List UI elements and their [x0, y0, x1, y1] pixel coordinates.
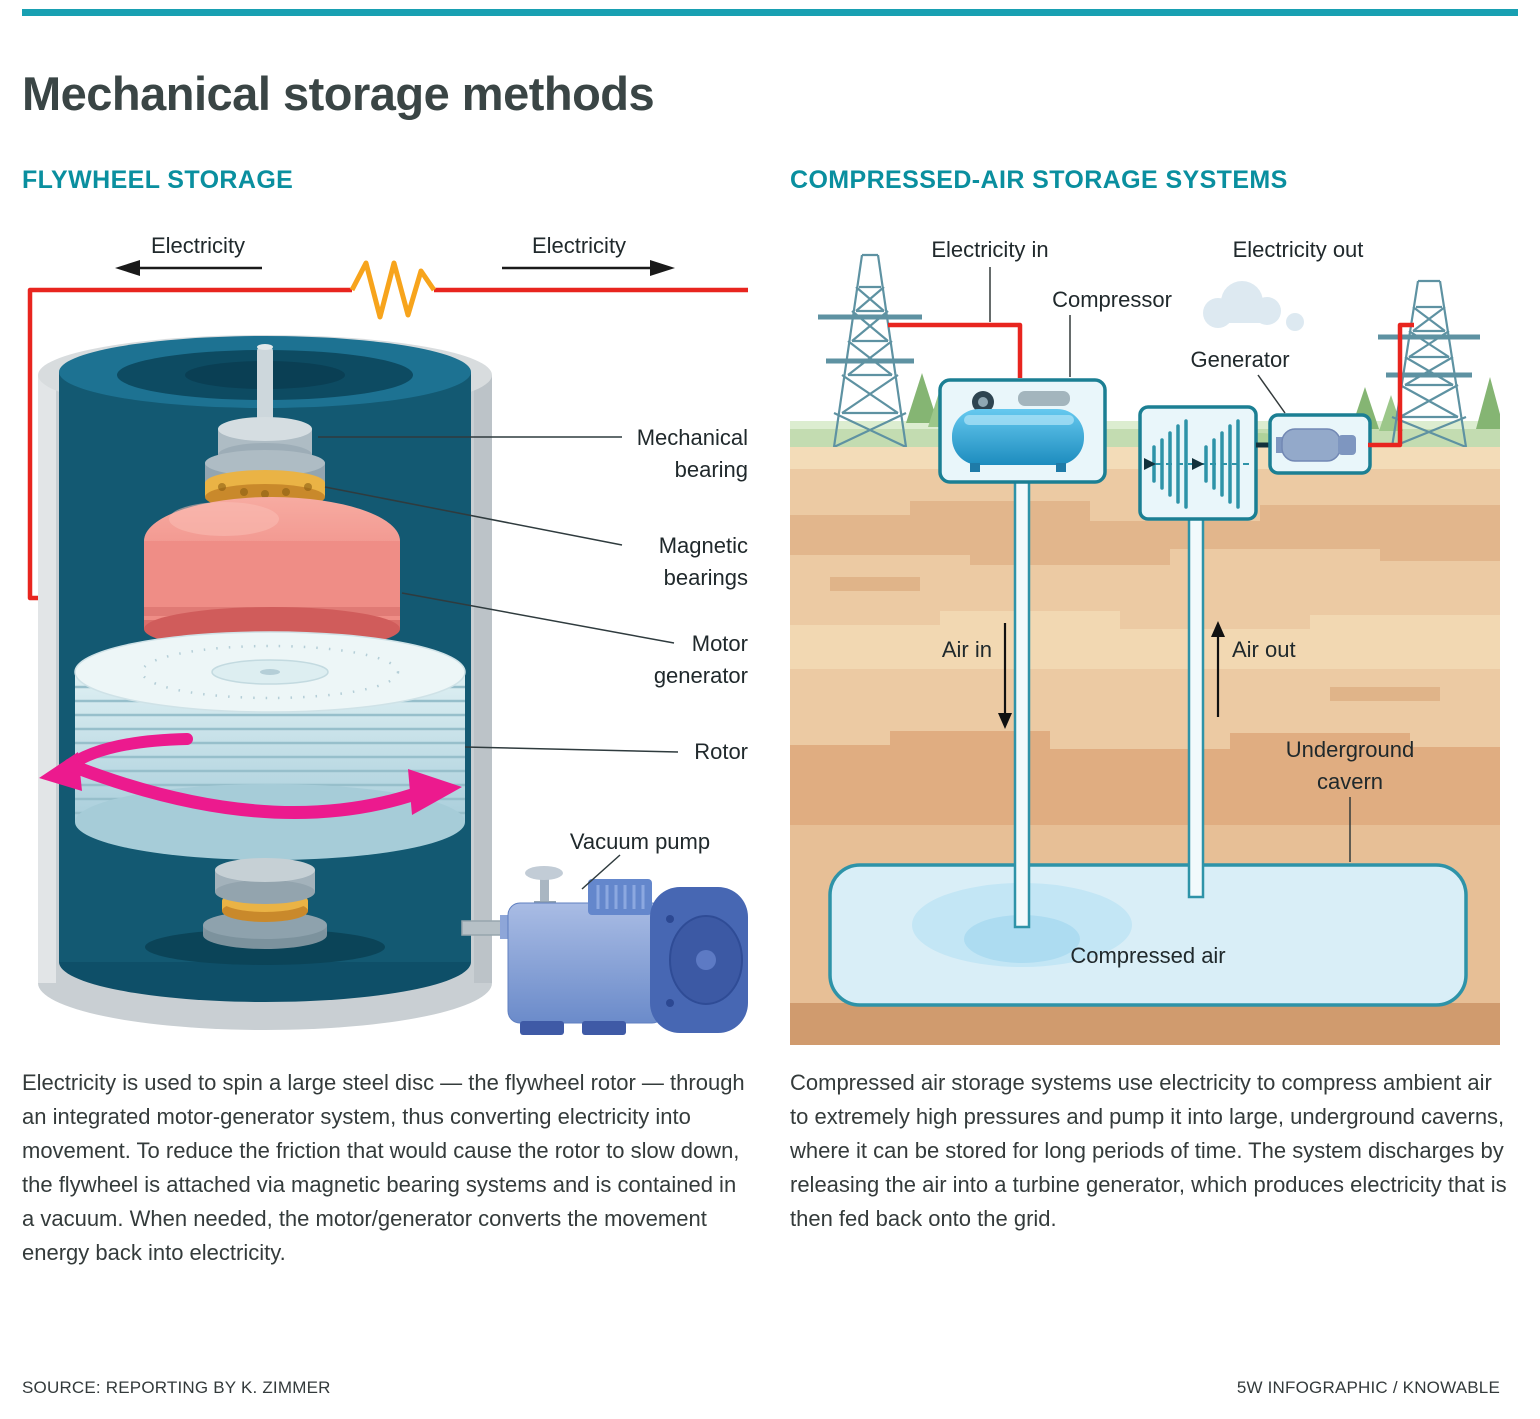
flywheel-description: Electricity is used to spin a large stee… [22, 1070, 745, 1265]
label-air-in: Air in [942, 637, 992, 662]
label-compressor: Compressor [1052, 287, 1172, 312]
label-magnetic-bearings-line1: Magnetic [659, 533, 748, 558]
label-generator: Generator [1190, 347, 1289, 372]
footer-source: SOURCE: REPORTING BY K. ZIMMER [22, 1378, 331, 1397]
cloud-icon [1203, 281, 1304, 331]
rotation-arrows [39, 733, 462, 820]
wire-electricity-in [888, 322, 1023, 378]
label-underground-cavern-line1: Underground [1286, 737, 1414, 762]
compressor-box [938, 378, 1107, 484]
compressed-air-description: Compressed air storage systems use elect… [790, 1070, 1507, 1231]
label-rotor: Rotor [694, 739, 748, 764]
turbine-box [1138, 405, 1258, 521]
label-motor-generator-line1: Motor [692, 631, 748, 656]
motor-generator [144, 497, 400, 651]
air-pipe-out [1187, 513, 1205, 899]
flywheel-section-heading: FLYWHEEL STORAGE [22, 166, 294, 194]
flywheel-shaft [257, 344, 273, 439]
compressed-air-diagram: Electricity in Compressor Electricity ou… [790, 237, 1500, 1045]
resistor-zigzag [349, 260, 437, 320]
label-magnetic-bearings-line2: bearings [664, 565, 748, 590]
top-accent-bar [22, 9, 1518, 16]
label-underground-cavern-line2: cavern [1317, 769, 1383, 794]
label-pointer-lines [989, 267, 1351, 862]
label-motor-generator-line2: generator [654, 663, 748, 688]
label-mechanical-bearing-line2: bearing [675, 457, 748, 482]
air-pipe-in [1013, 473, 1031, 929]
electricity-arrow-left [115, 260, 262, 276]
air-out-arrow [1211, 621, 1225, 717]
footer-credit: 5W INFOGRAPHIC / KNOWABLE [1236, 1378, 1500, 1397]
compressed-air-section-heading: COMPRESSED-AIR STORAGE SYSTEMS [790, 166, 1288, 194]
label-electricity-in: Electricity in [931, 237, 1048, 262]
air-in-arrow [998, 623, 1012, 729]
label-electricity-left: Electricity [151, 233, 245, 258]
label-electricity-right: Electricity [532, 233, 626, 258]
label-air-out: Air out [1232, 637, 1296, 662]
electricity-arrow-right [502, 260, 675, 276]
vacuum-pump [500, 866, 748, 1035]
label-compressed-air: Compressed air [1070, 943, 1225, 968]
label-mechanical-bearing-line1: Mechanical [637, 425, 748, 450]
transmission-tower-left [818, 253, 922, 448]
page-title: Mechanical storage methods [22, 67, 655, 120]
magnetic-bearing [205, 450, 325, 518]
bottom-bearing [145, 858, 385, 965]
flywheel-diagram: Electricity Electricity [27, 233, 748, 1035]
label-electricity-out: Electricity out [1233, 237, 1364, 262]
label-vacuum-pump: Vacuum pump [570, 829, 710, 854]
generator-box [1256, 413, 1372, 475]
leader-lines [318, 436, 679, 890]
underground-cavern [828, 863, 1468, 1007]
wire-electricity-out [1368, 322, 1414, 448]
